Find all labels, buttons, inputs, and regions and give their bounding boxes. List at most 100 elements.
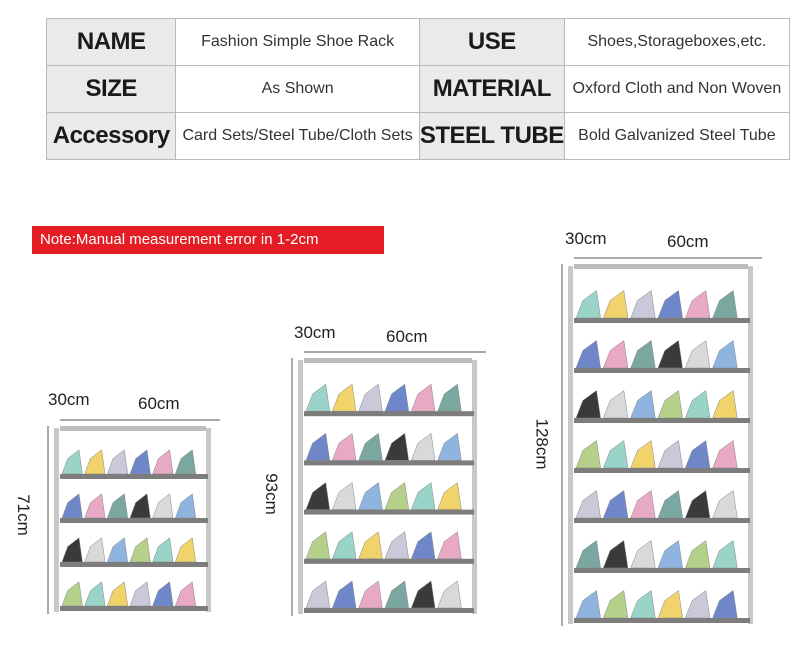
shoe-mark bbox=[684, 590, 711, 619]
shoe-mark bbox=[61, 449, 83, 475]
shoe-mark bbox=[84, 581, 106, 607]
shoe-mark bbox=[358, 531, 383, 560]
rack-post-left bbox=[568, 266, 573, 624]
shoe-mark bbox=[410, 482, 436, 510]
shoe-mark bbox=[684, 540, 711, 569]
spec-value-material: Oxford Cloth and Non Woven bbox=[563, 65, 790, 113]
shoe-mark bbox=[384, 432, 409, 461]
shoe-mark bbox=[602, 340, 629, 369]
rack-small-depth-label: 30cm bbox=[48, 390, 90, 409]
shoe-mark bbox=[437, 432, 462, 461]
shoe-mark bbox=[630, 440, 656, 469]
shoe-mark bbox=[384, 482, 409, 510]
shoe-mark bbox=[305, 383, 330, 412]
shoe-mark bbox=[602, 540, 629, 569]
rack-medium-depth-label: 30cm bbox=[294, 323, 336, 342]
shoe-mark bbox=[174, 493, 197, 519]
shoe-mark bbox=[152, 493, 174, 519]
rack-post-right bbox=[472, 360, 477, 614]
rack-top-bar bbox=[574, 264, 748, 269]
shoe-mark bbox=[657, 390, 683, 419]
rack-shelf bbox=[60, 518, 208, 523]
spec-row-size: SIZE As Shown MATERIAL Oxford Cloth and … bbox=[45, 65, 790, 113]
shoe-mark bbox=[630, 340, 656, 369]
shoe-mark bbox=[331, 432, 357, 461]
shoe-mark bbox=[61, 537, 83, 563]
shoe-mark bbox=[575, 590, 601, 619]
shoe-mark bbox=[657, 340, 683, 369]
shoe-mark bbox=[129, 493, 151, 519]
shoe-mark bbox=[305, 482, 330, 510]
rack-shelf bbox=[60, 606, 208, 611]
spec-value-size: As Shown bbox=[175, 65, 420, 113]
shoe-mark bbox=[630, 390, 656, 419]
shoe-mark bbox=[358, 383, 383, 412]
spec-key-use: USE bbox=[418, 18, 565, 66]
shoe-mark bbox=[129, 449, 151, 475]
rack-large-illustration bbox=[561, 257, 762, 626]
shoe-mark bbox=[384, 531, 409, 560]
shoe-mark bbox=[575, 340, 601, 369]
shoe-mark bbox=[61, 581, 83, 607]
shoe-mark bbox=[331, 383, 357, 412]
shoe-mark bbox=[437, 580, 462, 609]
rack-shelf bbox=[574, 368, 750, 373]
shoe-mark bbox=[331, 580, 357, 609]
shoe-mark bbox=[684, 440, 711, 469]
shoe-mark bbox=[129, 581, 151, 607]
rack-post-left bbox=[298, 360, 303, 614]
spec-table: NAME Fashion Simple Shoe Rack USE Shoes,… bbox=[45, 18, 790, 160]
shoe-mark bbox=[712, 540, 738, 569]
rack-shelf bbox=[574, 418, 750, 423]
shoe-mark bbox=[410, 531, 436, 560]
shoe-mark bbox=[575, 290, 601, 319]
shoe-mark bbox=[575, 490, 601, 519]
shoe-mark bbox=[602, 290, 629, 319]
shoe-mark bbox=[305, 432, 330, 461]
shoe-mark bbox=[410, 580, 436, 609]
shoe-mark bbox=[305, 580, 330, 609]
shoe-mark bbox=[152, 581, 174, 607]
shoe-mark bbox=[712, 390, 738, 419]
shoe-mark bbox=[410, 432, 436, 461]
spec-key-material: MATERIAL bbox=[418, 65, 565, 113]
shoe-mark bbox=[630, 490, 656, 519]
shoe-mark bbox=[712, 440, 738, 469]
shoe-mark bbox=[106, 537, 129, 563]
rack-small-height-label: 71cm bbox=[13, 494, 33, 536]
shoe-mark bbox=[358, 432, 383, 461]
shoe-mark bbox=[331, 531, 357, 560]
shoe-mark bbox=[61, 493, 83, 519]
shoe-mark bbox=[84, 493, 106, 519]
rack-medium-height-label: 93cm bbox=[261, 473, 281, 515]
shoe-mark bbox=[575, 540, 601, 569]
spec-value-steel-tube: Bold Galvanized Steel Tube bbox=[563, 112, 790, 160]
shoe-mark bbox=[657, 440, 683, 469]
shoe-mark bbox=[174, 537, 197, 563]
rack-medium-illustration bbox=[291, 351, 486, 616]
rack-top-bar bbox=[304, 358, 472, 363]
shoe-mark bbox=[437, 383, 462, 412]
rack-shelf bbox=[574, 518, 750, 523]
rack-shelf bbox=[60, 474, 208, 479]
shoe-mark bbox=[384, 580, 409, 609]
rack-shelf bbox=[574, 468, 750, 473]
shoe-mark bbox=[152, 537, 174, 563]
rack-top-bar bbox=[60, 426, 206, 431]
rack-shelf bbox=[304, 608, 474, 613]
shoe-mark bbox=[657, 290, 683, 319]
shoe-mark bbox=[575, 440, 601, 469]
shoe-mark bbox=[575, 390, 601, 419]
shoe-mark bbox=[602, 490, 629, 519]
shoe-mark bbox=[305, 531, 330, 560]
rack-post-right bbox=[206, 428, 211, 612]
spec-key-steel-tube: STEEL TUBE bbox=[418, 112, 565, 160]
rack-post-left bbox=[54, 428, 59, 612]
rack-shelf bbox=[574, 618, 750, 623]
shoe-mark bbox=[630, 590, 656, 619]
shoe-mark bbox=[684, 340, 711, 369]
spec-value-name: Fashion Simple Shoe Rack bbox=[175, 18, 420, 66]
rack-shelf bbox=[60, 562, 208, 567]
rack-small-illustration bbox=[47, 419, 220, 614]
spec-key-size: SIZE bbox=[45, 65, 177, 113]
